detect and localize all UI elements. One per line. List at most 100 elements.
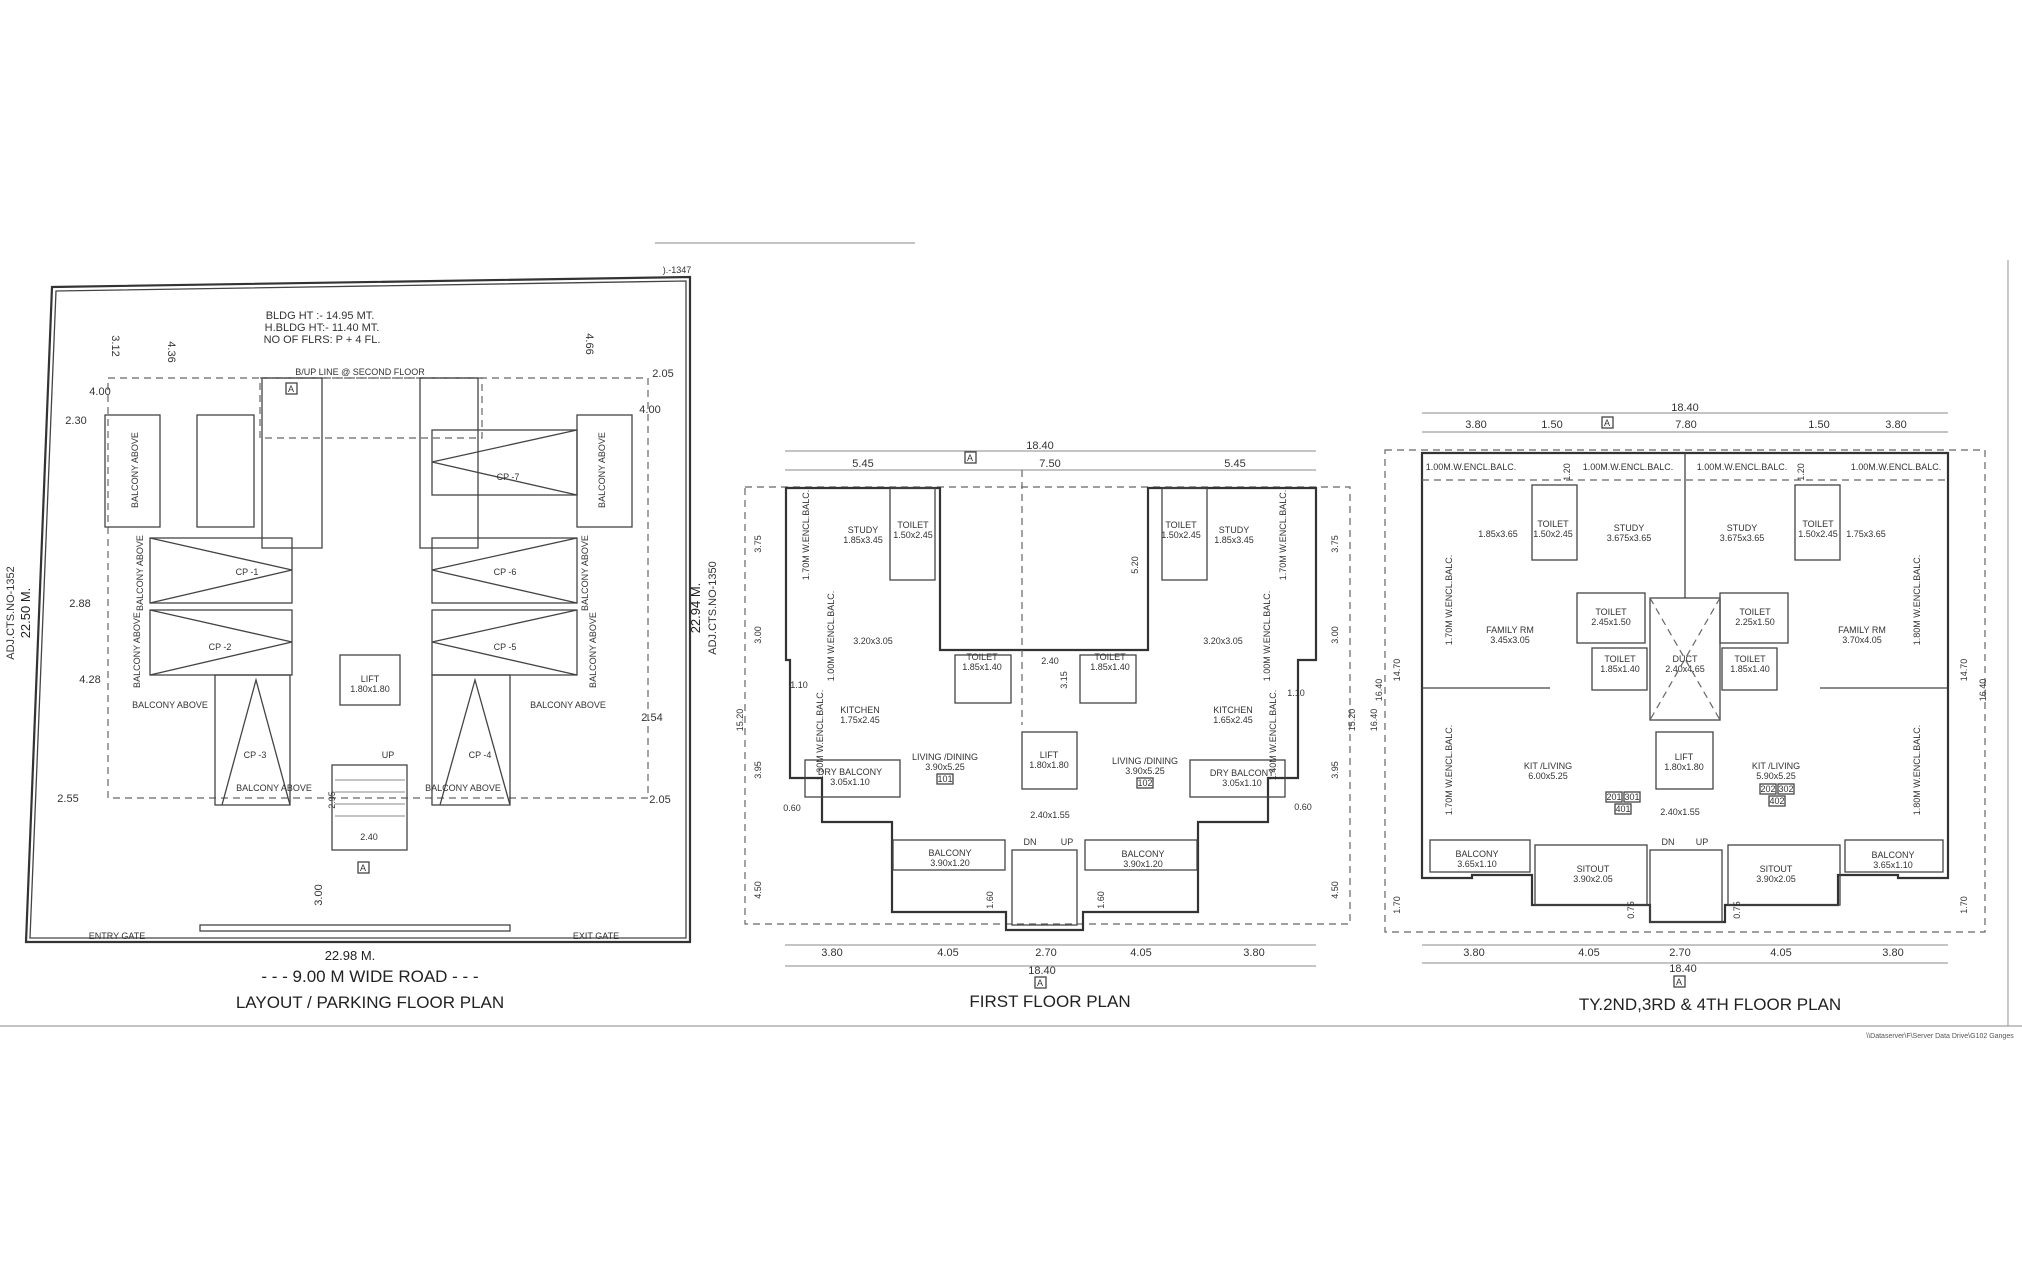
typical-floor-rooms-balcony-label: BALCONY (1871, 850, 1914, 860)
typical-floor-rooms-kit-living-label: KIT /LIVING (1524, 761, 1572, 771)
typical-floor-title: TY.2ND,3RD & 4TH FLOOR PLAN (1579, 995, 1841, 1014)
first-floor-rooms-dry-balcony-label: DRY BALCONY (818, 767, 882, 777)
first-floor-side-dims-5-label: 16.40 (1369, 709, 1379, 732)
rect-drawing-line (196, 414, 255, 528)
typical-floor-bottom-dims-4-label: 3.80 (1882, 947, 1903, 959)
typical-floor-top-dims-1-label: 1.50 (1541, 419, 1562, 431)
first-floor-side-dims-4-label: 4.50 (1330, 881, 1340, 899)
first-floor-rooms-toilet-a-label: 1.50x2.45 (893, 530, 933, 540)
first-floor-side-dims-0-label: 3.75 (1330, 535, 1340, 553)
layout-plan-lift-label: LIFT (361, 674, 380, 684)
typical-floor-rooms-lobby-label: 2.40x1.55 (1660, 807, 1700, 817)
layout-plan-dims-6-label: 2.55 (57, 793, 78, 805)
layout-plan-dims-14-label: 3.00 (313, 884, 325, 905)
layout-plan-h-bldg-ht-label: H.BLDG HT:- 11.40 MT. (265, 322, 380, 334)
path-drawing-line (149, 609, 293, 676)
first-floor-side-dims-6-label: 5.20 (1130, 556, 1140, 574)
first-floor-rooms-toilet-label: TOILET (966, 652, 998, 662)
rect-drawing-line (964, 451, 977, 464)
layout-plan-car-parks-2-label: CP -3 (244, 750, 267, 760)
layout-plan-dims-13-label: 2.40 (360, 832, 378, 842)
rect-drawing-line (419, 377, 479, 549)
rect-drawing-line (744, 486, 1351, 925)
typical-floor-side-dims-2-label: 1.70 (1959, 896, 1969, 914)
lift-shaft (1021, 731, 1078, 790)
typical-floor-side-dims-1-label: 14.70 (1392, 659, 1402, 682)
first-floor-rooms-encl-130-label: 1.30M W.ENCL.BALC. (815, 690, 825, 781)
typical-floor-rooms-lift-label: LIFT (1675, 752, 1694, 762)
first-floor-rooms-kitchen-l-label: 1.75x2.45 (840, 715, 880, 725)
gate (199, 924, 511, 932)
dim-0-60-left: 0.60 (783, 803, 801, 813)
typical-floor-side-dims-4-label: 1.20 (1562, 463, 1572, 481)
first-floor-rooms-dry-size-label: 3.05x1.10 (830, 777, 870, 787)
first-floor-rooms-up-label: UP (1061, 837, 1074, 847)
first-floor-rooms-study-size-label: 1.85x3.45 (1214, 535, 1254, 545)
path-drawing-line (431, 537, 578, 604)
text-drawing-line: A (1604, 418, 1610, 428)
dim-0-60-right: 0.60 (1294, 802, 1312, 812)
layout-plan-dims-2-label: 4.00 (89, 386, 110, 398)
first-floor-overall-label: 18.40 (1028, 965, 1056, 977)
first-floor-side-dims-4-label: 4.50 (753, 881, 763, 899)
rect-drawing-line (1534, 844, 1648, 906)
rect-drawing-line (1384, 449, 1986, 933)
first-floor-rooms-kitchen-label: KITCHEN (840, 705, 880, 715)
rect-drawing-line (431, 674, 511, 806)
first-floor-rooms-toilet-a-label: 1.50x2.45 (1161, 530, 1201, 540)
typical-floor-rooms-study-size-label: 3.675x3.65 (1607, 533, 1652, 543)
rect-drawing-line (1079, 654, 1137, 704)
typical-floor-rooms-encl-180-label: 1.80M W.ENCL.BALC. (1912, 725, 1922, 816)
plot-boundary (24, 275, 692, 944)
rect-drawing-line (1777, 783, 1795, 795)
typical-floor-side-dims-2-label: 1.70 (1392, 896, 1402, 914)
first-floor-rooms-balcony-label: BALCONY (1121, 849, 1164, 859)
typical-floor-top-dims-4-label: 3.80 (1885, 419, 1906, 431)
layout-plan-balcony-above-label: BALCONY ABOVE (588, 612, 598, 688)
rect-drawing-line (357, 861, 370, 874)
layout-plan-dims-3-label: 2.30 (65, 415, 86, 427)
layout-plan-dims-11-label: 2.05 (649, 794, 670, 806)
first-floor-rooms-balcony-label: BALCONY (928, 848, 971, 858)
rect-drawing-line (104, 414, 161, 528)
layout-plan-bup-line-label: B/UP LINE @ SECOND FLOOR (295, 367, 425, 377)
rect-drawing-line (1794, 484, 1841, 561)
layout-plan-car-parks-3-label: CP -4 (469, 750, 492, 760)
typical-floor-side-dims-1-label: 14.70 (1959, 659, 1969, 682)
typical-floor-rooms-toilet-label: TOILET (1537, 519, 1569, 529)
typical-floor-rooms-family-label: FAMILY RM (1838, 625, 1886, 635)
layout-plan-balcony-above-label: BALCONY ABOVE (132, 612, 142, 688)
typical-floor-rooms-units-l-2-label: 401 (1615, 804, 1630, 814)
layout-plan-balcony-above-label: BALCONY ABOVE (530, 700, 606, 710)
first-floor-side-dims-11-label: 2.40 (1041, 656, 1059, 666)
typical-floor-rooms-balcony-size-label: 3.65x1.10 (1873, 860, 1913, 870)
typical-floor-rooms-units-r-2-label: 402 (1769, 796, 1784, 806)
typical-floor-rooms-sitout-size-label: 3.90x2.05 (1756, 874, 1796, 884)
first-floor-bottom-dims-4-label: 3.80 (1243, 947, 1264, 959)
first-floor-rooms-encl-170-label: 1.70M W.ENCL.BALC. (1278, 490, 1288, 581)
dim-1-60-right: 1.60 (1096, 891, 1106, 909)
typical-floor-rooms-toilet-a-label: 1.50x2.45 (1798, 529, 1838, 539)
staircase (1011, 849, 1078, 926)
rect-drawing-line (1844, 839, 1944, 873)
typical-floor-rooms-toilet-label: TOILET (1739, 607, 1771, 617)
typical-floor-rooms-sitout-label: SITOUT (1577, 864, 1610, 874)
layout-plan-section-marker-label: A (360, 863, 366, 873)
typical-floor-rooms-toilet-b-label: 2.45x1.50 (1591, 617, 1631, 627)
typical-floor-rooms-duct-label: DUCT (1673, 654, 1698, 664)
layout-plan-car-parks-0-label: CP -1 (236, 567, 259, 577)
first-floor-overall-label: 18.40 (1026, 440, 1054, 452)
layout-plan-dims-9-label: 4.00 (639, 404, 660, 416)
rect-drawing-line (1601, 416, 1614, 429)
first-floor-rooms-balcony-size-label: 3.90x1.20 (930, 858, 970, 868)
layout-plan-top-adj-label: ).-1347 (663, 265, 692, 275)
typical-floor-rooms-units-r-1-label: 302 (1778, 784, 1793, 794)
typical-floor-rooms-units-l-1-label: 301 (1624, 792, 1639, 802)
footer-file-path: \\Dataserver\F\Server Data Drive\G102 Ga… (1866, 1033, 2014, 1040)
first-floor-rooms-toilet-label: TOILET (897, 520, 929, 530)
text-drawing-line: A (967, 453, 973, 463)
layout-plan-dims-4-label: 2.88 (69, 598, 90, 610)
layout-plan-car-parks-4-label: CP -5 (494, 642, 517, 652)
layout-plan-road-label: - - - 9.00 M WIDE ROAD - - - (261, 967, 478, 986)
rect-drawing-line (889, 487, 936, 581)
